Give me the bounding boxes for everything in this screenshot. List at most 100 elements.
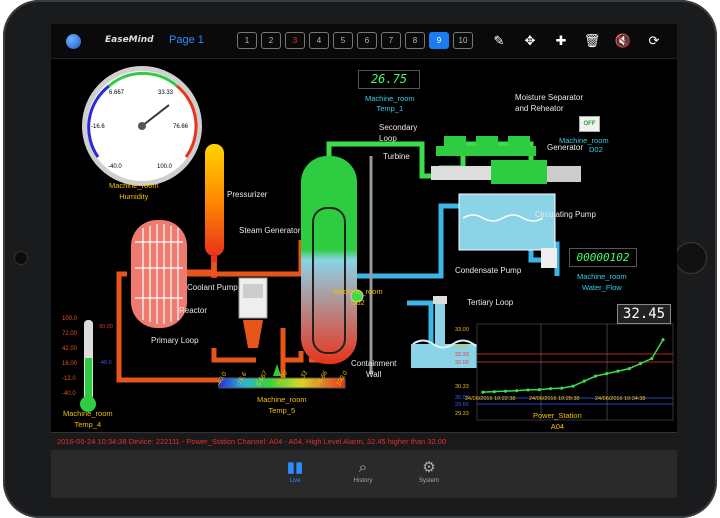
- trend-point: [526, 388, 530, 392]
- temp5-colorbar: [218, 364, 346, 389]
- trend-point: [560, 386, 564, 390]
- trend-chart: 33.00 32.67 32.33 32.00 30.33 30.00 29.6…: [455, 323, 674, 421]
- trend-xtick: 24/06/2016 10:22:38: [465, 396, 516, 402]
- gauge-tick: 76.66: [173, 124, 189, 130]
- move-icon[interactable]: ✥: [524, 33, 536, 48]
- toolbar: ✎ ✥ ✚ 🗑 🔇 ⟳: [489, 32, 664, 50]
- page-button-10[interactable]: 10: [453, 32, 473, 49]
- refresh-icon[interactable]: ⟳: [648, 33, 660, 48]
- temp1-display: 26.75: [358, 70, 420, 89]
- gauge-tick: 33.33: [158, 90, 174, 96]
- waterflow-display: 00000102: [569, 248, 637, 267]
- tab-label: Live: [289, 478, 301, 484]
- trend-point: [515, 389, 519, 393]
- tab-label: History: [353, 478, 373, 484]
- gauge-tick: -40.0: [108, 164, 122, 170]
- pressurizer-label: Pressurizer: [227, 190, 268, 199]
- circulating-pump: [541, 248, 557, 268]
- page-button-4[interactable]: 4: [309, 32, 329, 49]
- trend-point: [627, 367, 631, 371]
- tab-history[interactable]: ⌕ History: [343, 458, 383, 484]
- bar-chart-icon: ▮▮: [286, 459, 304, 476]
- gauge-tick: 6.667: [109, 90, 125, 96]
- trend-point: [492, 390, 496, 394]
- trend-xtick: 24/06/2016 10:28:38: [529, 396, 580, 402]
- temp4-thermometer: 100.0 72.00 42.00 16.00 -12.0 -40.0 90.0…: [62, 316, 113, 412]
- home-button[interactable]: [675, 242, 707, 274]
- page-button-8[interactable]: 8: [405, 32, 425, 49]
- d02-indicator: [350, 289, 364, 303]
- tab-live[interactable]: ▮▮ Live: [275, 458, 315, 484]
- trend-point: [571, 384, 575, 388]
- page-title: Page 1: [169, 34, 204, 46]
- moisture-separator: [431, 136, 581, 184]
- trend-ytick: 29.66: [455, 402, 469, 408]
- thermo-tick: -40.0: [62, 391, 76, 397]
- steam-generator-label: Steam Generator: [239, 226, 301, 235]
- edit-icon[interactable]: ✎: [493, 33, 505, 48]
- circulating-pump-label: Circulating Pump: [535, 210, 596, 219]
- page-button-1[interactable]: 1: [237, 32, 257, 49]
- trend-point: [593, 374, 598, 378]
- off-switch[interactable]: OFF: [579, 116, 600, 132]
- trend-value-display: 32.45: [617, 304, 671, 324]
- coolant-pump: [238, 277, 268, 348]
- delete-icon[interactable]: 🗑: [583, 33, 601, 48]
- trend-point: [605, 372, 609, 376]
- trend-point: [481, 390, 485, 394]
- mute-icon[interactable]: 🔇: [614, 33, 632, 48]
- search-icon: ⌕: [358, 459, 368, 476]
- page-button-3[interactable]: 3: [285, 32, 305, 49]
- tab-bar: ▮▮ Live ⌕ History ⚙ System: [51, 450, 677, 498]
- reactor-label: Reactor: [179, 306, 208, 315]
- add-icon[interactable]: ✚: [555, 33, 567, 48]
- trend-point: [616, 369, 620, 373]
- condenser: [433, 193, 556, 348]
- alarm-bar[interactable]: 2016-06-24 10:34:38 Device: 222111 - Pow…: [51, 432, 677, 451]
- trend-ytick: 30.00: [455, 395, 469, 401]
- trend-point: [638, 362, 643, 366]
- thermo-tick: 16.00: [62, 361, 78, 367]
- tab-label: System: [418, 478, 439, 484]
- primary-loop-label: Primary Loop: [151, 336, 199, 345]
- reactor-vessel: [131, 220, 187, 328]
- tab-system[interactable]: ⚙ System: [409, 458, 449, 484]
- trend-point: [661, 338, 665, 342]
- thermo-lo: -40.0: [99, 360, 112, 366]
- page-button-5[interactable]: 5: [333, 32, 353, 49]
- trend-ytick: 29.33: [455, 411, 469, 417]
- trend-point: [503, 389, 508, 393]
- page-button-7[interactable]: 7: [381, 32, 401, 49]
- tertiary-loop-label: Tertiary Loop: [467, 298, 514, 307]
- page-button-2[interactable]: 2: [261, 32, 281, 49]
- thermo-tick: 42.00: [62, 346, 78, 352]
- trend-ytick: 30.33: [455, 384, 469, 390]
- page-button-6[interactable]: 6: [357, 32, 377, 49]
- trend-ytick: 32.67: [455, 344, 469, 350]
- trend-point: [537, 388, 541, 392]
- plant-diagram: 6.667 33.33 -16.6 76.66 -40.0 100.0: [62, 66, 674, 421]
- trend-ytick: 32.00: [455, 360, 469, 366]
- condensate-pump-label: Condensate Pump: [455, 266, 522, 275]
- status-dot-icon[interactable]: [66, 34, 81, 49]
- page-button-9[interactable]: 9: [429, 32, 449, 49]
- trend-ytick: 32.33: [455, 352, 469, 358]
- gauge-tick: 100.0: [157, 164, 173, 170]
- logo: EaseMind: [105, 35, 154, 45]
- pressurizer-vessel: [205, 144, 224, 278]
- generator-label: Generator: [547, 143, 584, 152]
- turbine-label: Turbine: [383, 152, 410, 161]
- gear-icon: ⚙: [422, 459, 436, 476]
- thermo-tick: 100.0: [62, 316, 78, 322]
